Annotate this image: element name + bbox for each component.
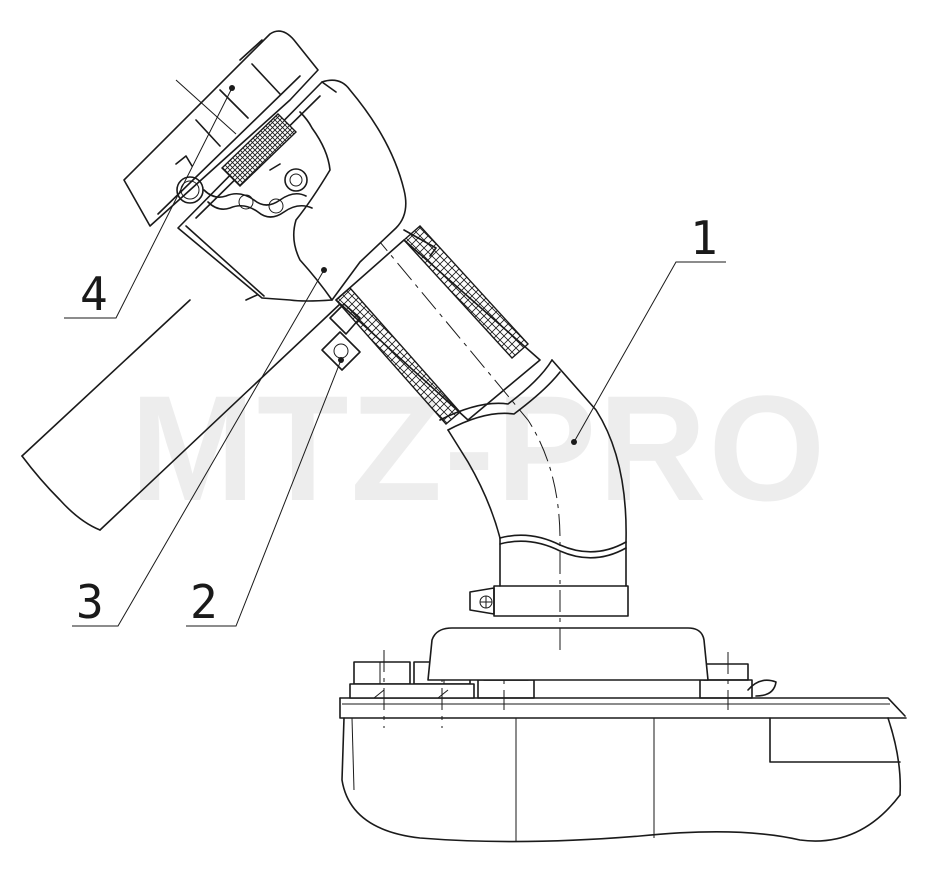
bracket — [321, 331, 361, 371]
callout-label-1: 1 — [690, 211, 718, 265]
callout-label-2: 2 — [190, 575, 218, 629]
callout-3: 3 — [72, 269, 325, 629]
coupling-sleeve — [329, 225, 541, 425]
housing-block — [339, 697, 907, 843]
intake-flange — [427, 627, 709, 681]
watermark-text: MTZ-PRO — [130, 364, 827, 532]
callout-4: 4 — [64, 87, 233, 321]
callout-2: 2 — [186, 359, 342, 629]
callout-1: 1 — [573, 211, 726, 443]
callout-label-4: 4 — [80, 267, 108, 321]
callout-label-3: 3 — [76, 575, 104, 629]
air-cleaner-head — [123, 30, 577, 445]
intake-hose — [369, 229, 629, 650]
